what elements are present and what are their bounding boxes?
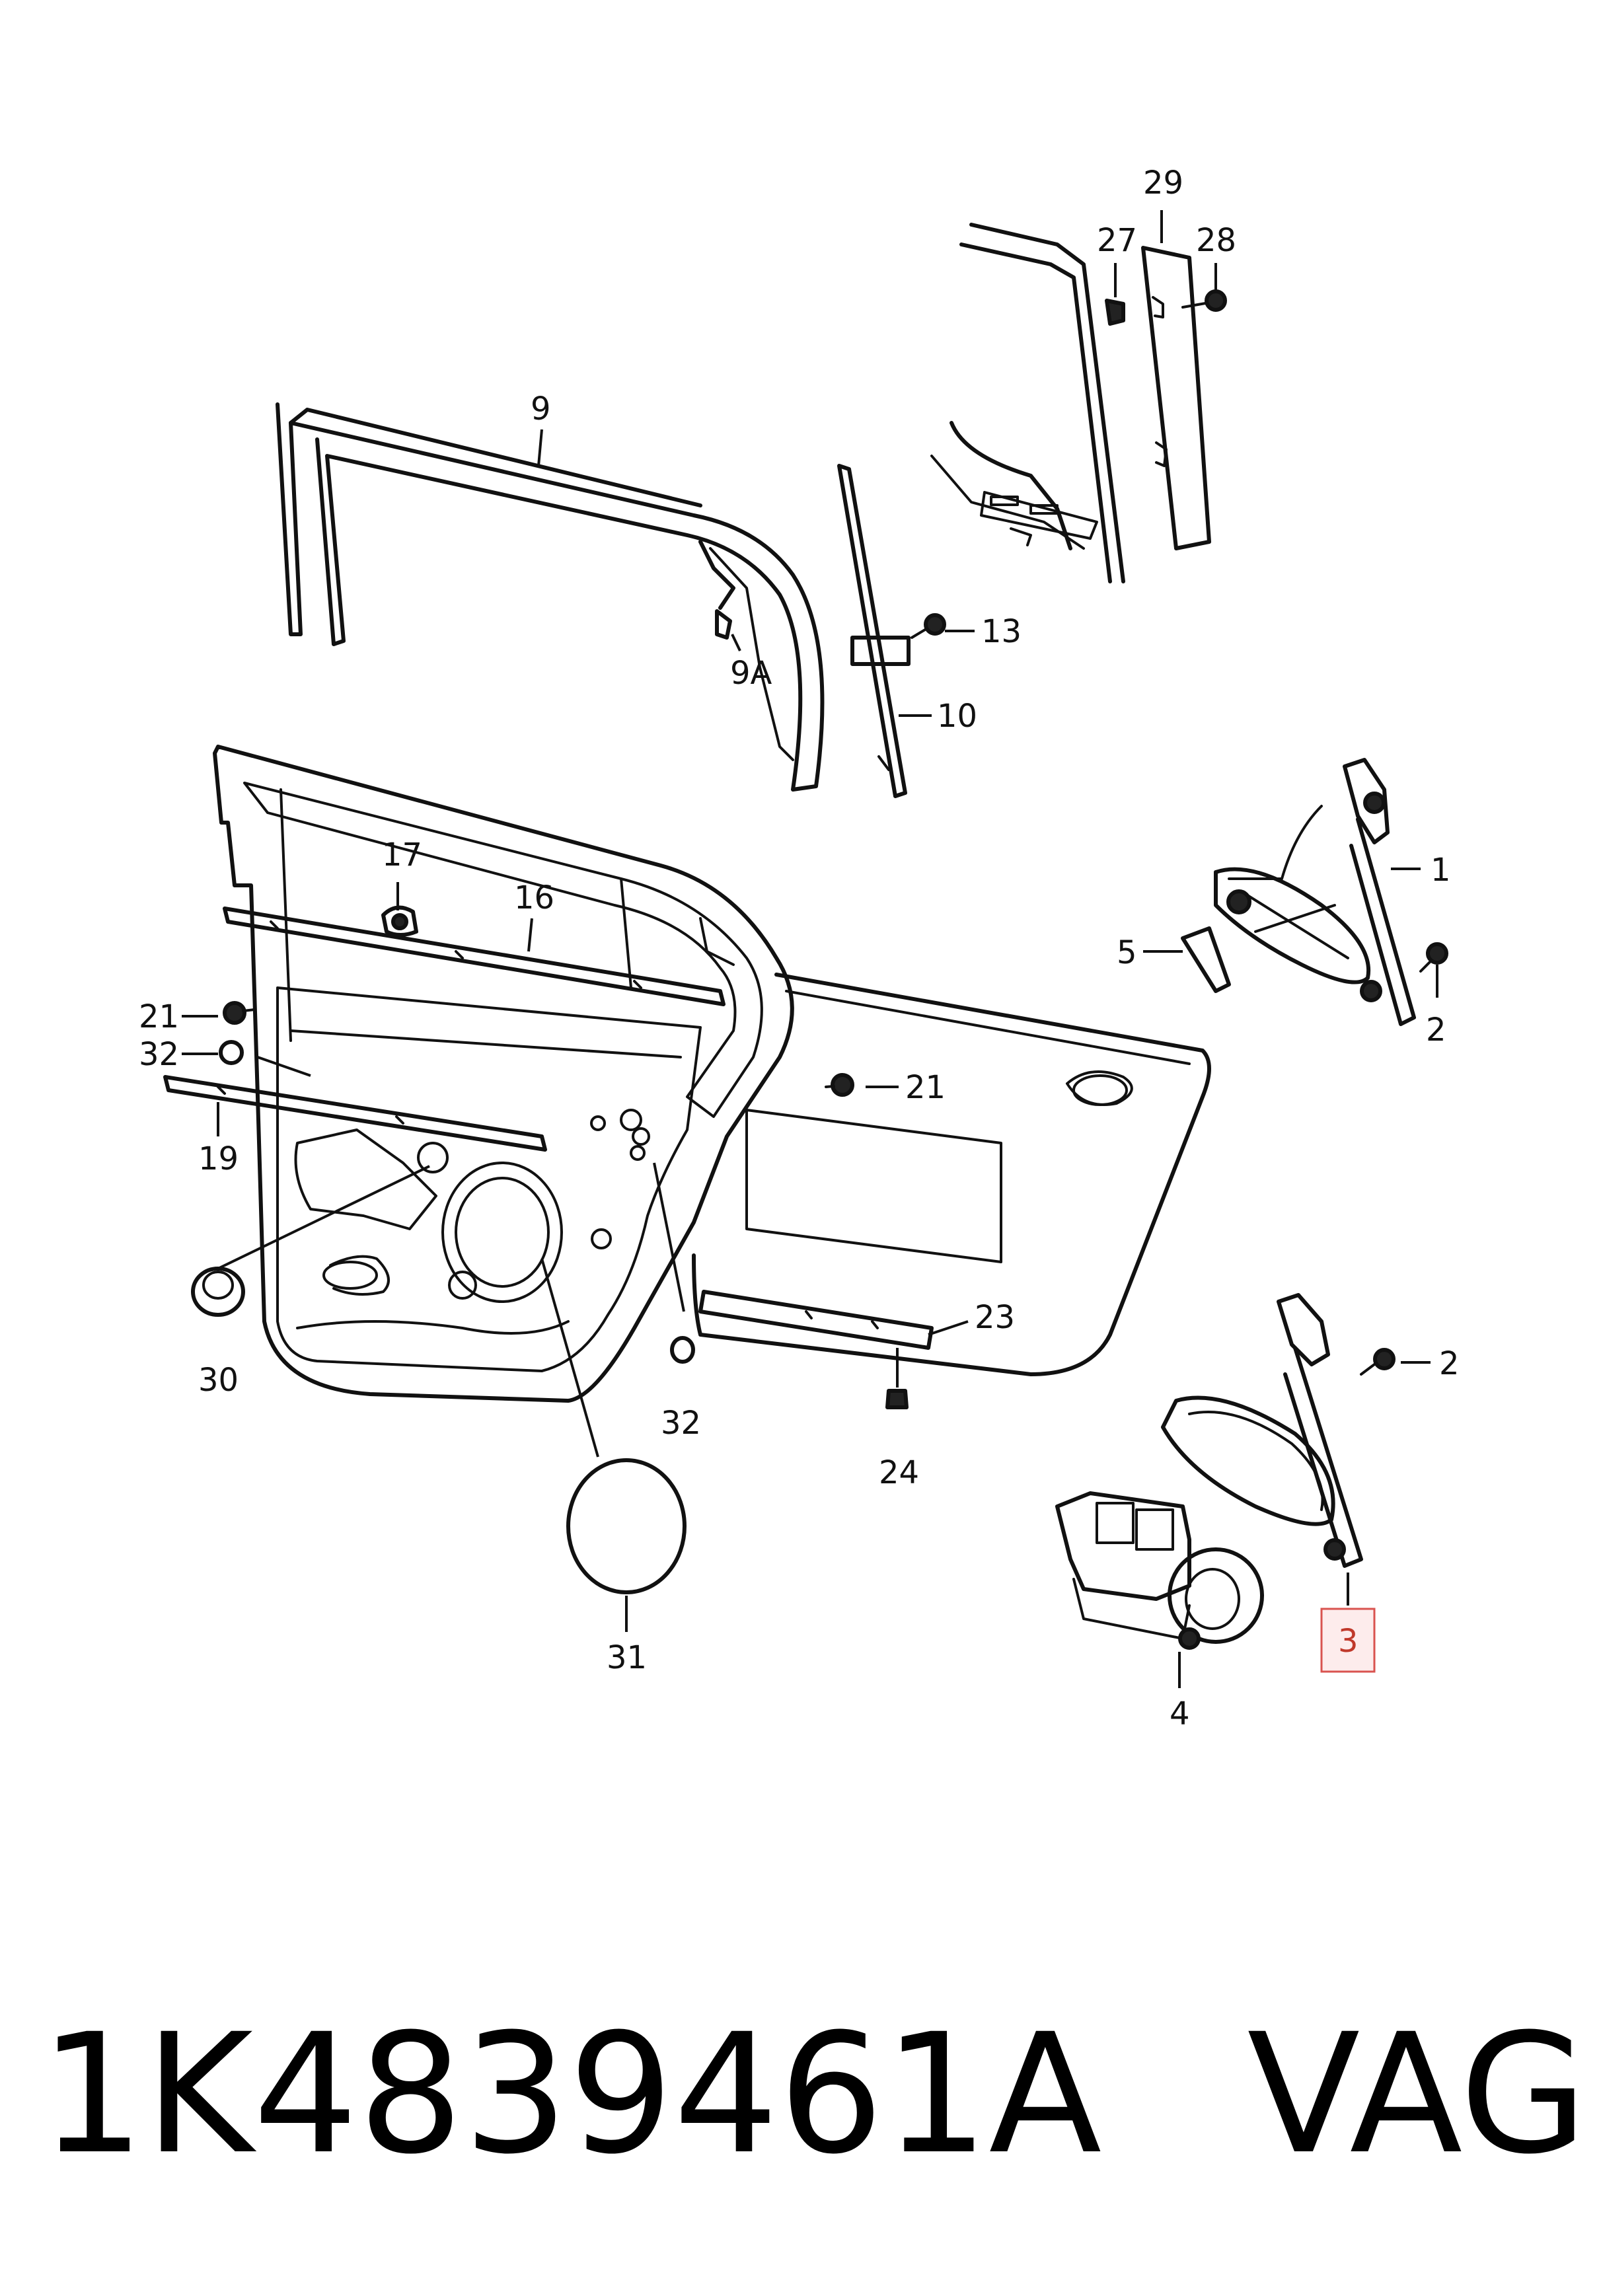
fastener-24-drawing <box>885 1389 909 1409</box>
callout-1: 1 <box>1431 852 1451 889</box>
plug-32-left-drawing <box>219 1040 244 1065</box>
callout-5: 5 <box>1117 934 1137 971</box>
callout-32-bottom: 32 <box>661 1405 701 1442</box>
callout-9: 9 <box>531 390 551 427</box>
footer-caption: 1K4839461A VAG <box>40 1995 1588 2194</box>
callout-19: 19 <box>198 1140 239 1177</box>
callout-31: 31 <box>607 1639 647 1676</box>
brand-name: VAG <box>1247 1998 1588 2190</box>
inner-weatherstrip-drawing <box>223 907 726 1006</box>
pillar-cover-drawing <box>1141 246 1211 550</box>
window-motor-drawing <box>1055 1491 1264 1650</box>
screw-21-right-drawing <box>825 1073 854 1097</box>
callout-29: 29 <box>1143 165 1183 202</box>
callout-23: 23 <box>975 1299 1015 1336</box>
plug-32-bottom-drawing <box>670 1336 695 1364</box>
callout-21-left: 21 <box>139 998 179 1035</box>
screw-28-drawing <box>1181 289 1227 312</box>
callout-21-right: 21 <box>905 1069 946 1106</box>
highlight-box <box>1320 1608 1376 1673</box>
outer-door-panel-drawing <box>692 973 1211 1376</box>
lower-trim-strip-drawing <box>698 1290 934 1350</box>
leader-lines <box>182 210 1438 1688</box>
callout-9a: 9A <box>730 655 772 692</box>
screw-21-left-drawing <box>223 1001 256 1025</box>
crank-handle-drawing <box>1181 889 1251 993</box>
grommet-30-drawing <box>191 1267 245 1317</box>
door-shell-drawing <box>213 745 794 1403</box>
callout-24: 24 <box>879 1454 919 1491</box>
callout-4: 4 <box>1170 1695 1190 1732</box>
screw-2-upper-drawing <box>1419 942 1448 973</box>
callout-labels: 9 9A 13 10 29 27 28 17 16 21 32 19 30 32… <box>139 165 1460 1732</box>
outer-window-strip-drawing <box>163 1075 547 1152</box>
clip-9a-drawing <box>715 609 732 640</box>
clip-17-drawing <box>381 905 418 937</box>
window-frame-seal-drawing <box>276 402 825 792</box>
callout-2-lower: 2 <box>1439 1345 1460 1382</box>
callout-17: 17 <box>382 836 422 873</box>
callout-13: 13 <box>981 613 1022 650</box>
screw-13-drawing <box>911 613 946 639</box>
window-regulator-3-drawing <box>1161 1293 1363 1568</box>
screw-2-lower-drawing <box>1360 1348 1396 1376</box>
callout-27: 27 <box>1097 222 1137 259</box>
clip-27-drawing <box>1105 299 1125 326</box>
guide-rail-drawing <box>837 464 911 798</box>
callout-3: 3 <box>1338 1623 1359 1660</box>
callout-10: 10 <box>937 698 977 735</box>
callout-28: 28 <box>1196 222 1236 259</box>
cover-disc-drawing <box>566 1458 687 1594</box>
callout-32-left: 32 <box>139 1036 179 1073</box>
callout-16: 16 <box>514 879 554 916</box>
car-body-frame-drawing <box>930 223 1125 583</box>
window-regulator-1-drawing <box>1214 758 1416 1026</box>
part-number: 1K4839461A <box>40 1998 1102 2190</box>
callout-30: 30 <box>198 1362 239 1399</box>
callout-2-upper: 2 <box>1426 1012 1446 1049</box>
